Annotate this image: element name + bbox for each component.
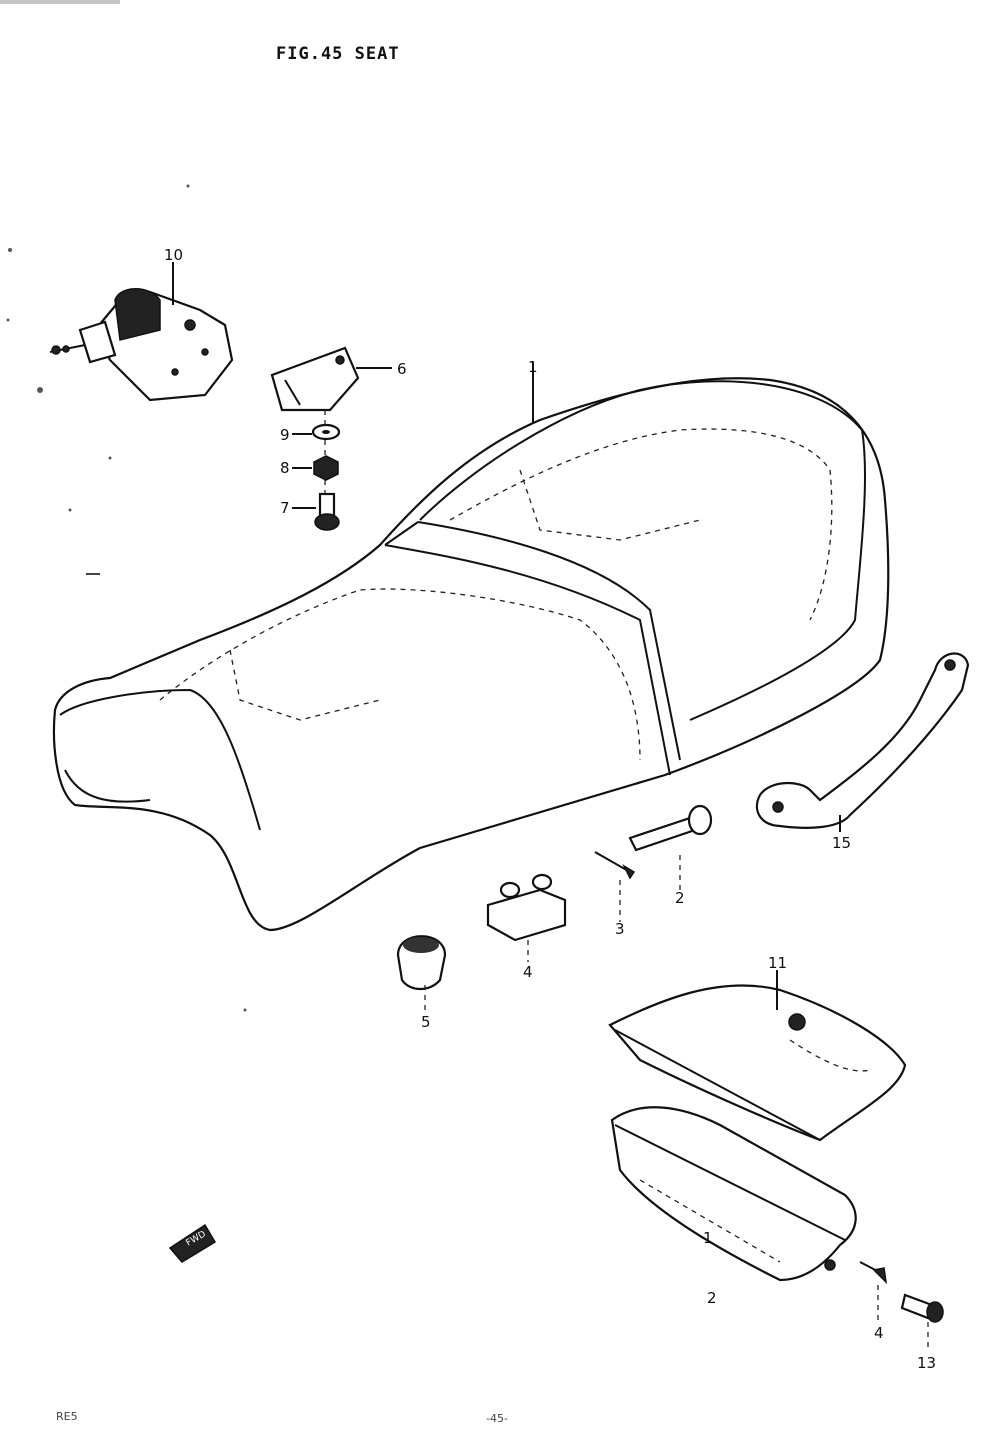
washer-nut-bolt-parts (292, 410, 341, 531)
grab-bracket-part (755, 652, 970, 832)
scan-noise (0, 0, 247, 1012)
footer-page-number: -45- (486, 1412, 508, 1425)
seat-lock-part (49, 262, 234, 402)
rubber-cushion-part (396, 935, 447, 1012)
callout-4: 4 (523, 963, 533, 981)
tray-clip-screw-parts (859, 1261, 944, 1352)
callout-labels: 10 6 9 8 7 1 15 2 3 4 5 11 1 2 4 13 (164, 246, 936, 1372)
tool-tray-part (610, 1106, 857, 1282)
seat-bracket-part (270, 346, 392, 412)
callout-1-tray: 1 (703, 1229, 713, 1247)
callout-9: 9 (280, 426, 290, 444)
callout-2: 2 (675, 889, 685, 907)
callout-14: 4 (874, 1324, 884, 1342)
seat-assembly-part (52, 362, 890, 932)
callout-10: 10 (164, 246, 183, 264)
callout-5: 5 (421, 1013, 431, 1031)
callout-3: 3 (615, 920, 625, 938)
callout-7: 7 (280, 499, 290, 517)
figure-title: FIG.45 SEAT (276, 44, 400, 64)
callout-2-tray: 2 (707, 1289, 717, 1307)
tool-tray-cover-part (608, 970, 907, 1142)
hinge-block-part (486, 873, 567, 962)
callout-1-seat: 1 (528, 358, 538, 376)
footer-left: RE5 (56, 1410, 78, 1423)
callout-13: 13 (917, 1354, 936, 1372)
clip-part (594, 851, 636, 922)
callout-8: 8 (280, 459, 290, 477)
callout-15: 15 (832, 834, 851, 852)
callout-11: 11 (768, 954, 787, 972)
fwd-arrow-icon: FWD (168, 1223, 217, 1263)
callout-6: 6 (397, 360, 407, 378)
hinge-pin-part (628, 804, 713, 890)
